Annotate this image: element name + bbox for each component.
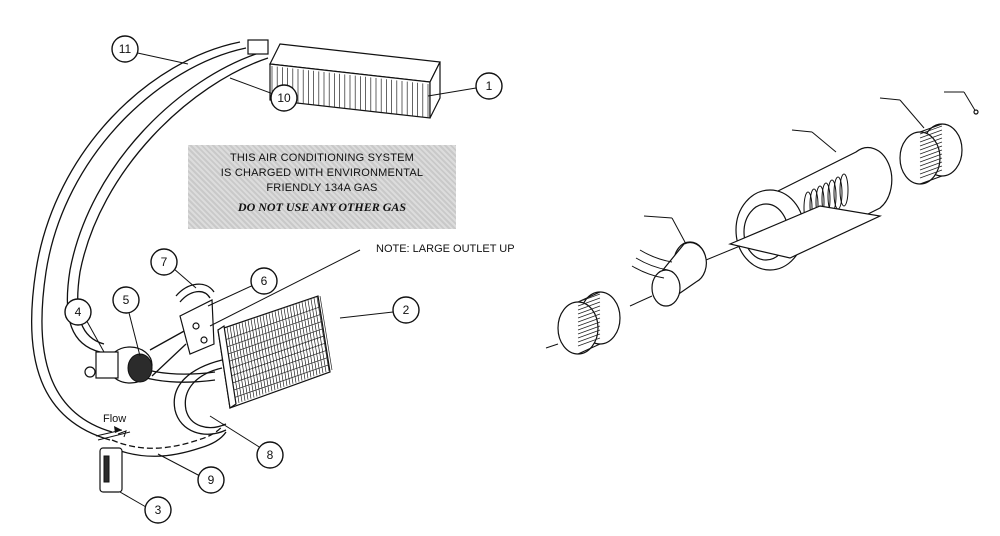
callout-4-label: 4 [75, 305, 82, 319]
evaporator-core [247, 39, 441, 119]
hose-10 [66, 51, 269, 353]
callout-11-label: 11 [119, 42, 132, 56]
warning-emphasis: DO NOT USE ANY OTHER GAS [237, 200, 407, 214]
blower-motor [629, 241, 741, 307]
callout-6-label: 6 [261, 274, 268, 288]
callout-8: 8 [256, 441, 284, 469]
warning-line-2: IS CHARGED WITH ENVIRONMENTAL [220, 167, 424, 179]
warning-line-1: THIS AIR CONDITIONING SYSTEM [229, 152, 415, 164]
callout-3-label: 3 [155, 503, 162, 517]
compressor [84, 346, 153, 384]
receiver-drier [97, 430, 131, 493]
callout-10-label: 10 [277, 91, 291, 105]
callout-5-label: 5 [123, 293, 130, 307]
hose-clamp [175, 283, 215, 303]
hose-11 [30, 41, 247, 441]
callout-8-label: 8 [267, 448, 274, 462]
callout-2: 2 [392, 296, 420, 324]
callout-6: 6 [250, 267, 278, 295]
flow-arrow-icon [95, 426, 123, 437]
mount-bracket [179, 299, 215, 355]
blower-housing [728, 146, 893, 271]
callout-2-label: 2 [403, 303, 410, 317]
callout-1: 1 [475, 72, 503, 100]
callout-9: 9 [197, 466, 225, 494]
flow-label: Flow [103, 413, 127, 425]
callout-7: 7 [150, 248, 178, 276]
callout-10: 10 [270, 84, 298, 112]
callout-5: 5 [112, 286, 140, 314]
callout-11: 11 [111, 35, 139, 63]
callout-1-label: 1 [486, 79, 493, 93]
blower-assembly [545, 91, 979, 355]
drive-belt [149, 329, 187, 377]
condenser-core [217, 295, 333, 410]
blower-wheel-left [545, 291, 621, 355]
callout-9-label: 9 [208, 473, 215, 487]
callout-leaders [83, 51, 477, 508]
callout-7-label: 7 [161, 255, 168, 269]
hose-8 [173, 359, 227, 435]
refrigerant-warning-label: THIS AIR CONDITIONING SYSTEM IS CHARGED … [188, 145, 456, 229]
callout-4: 4 [64, 298, 92, 326]
blower-wheel-right [899, 123, 963, 185]
outlet-note: NOTE: LARGE OUTLET UP [376, 243, 515, 255]
callout-3: 3 [144, 496, 172, 524]
warning-line-3: FRIENDLY 134A GAS [266, 182, 378, 194]
